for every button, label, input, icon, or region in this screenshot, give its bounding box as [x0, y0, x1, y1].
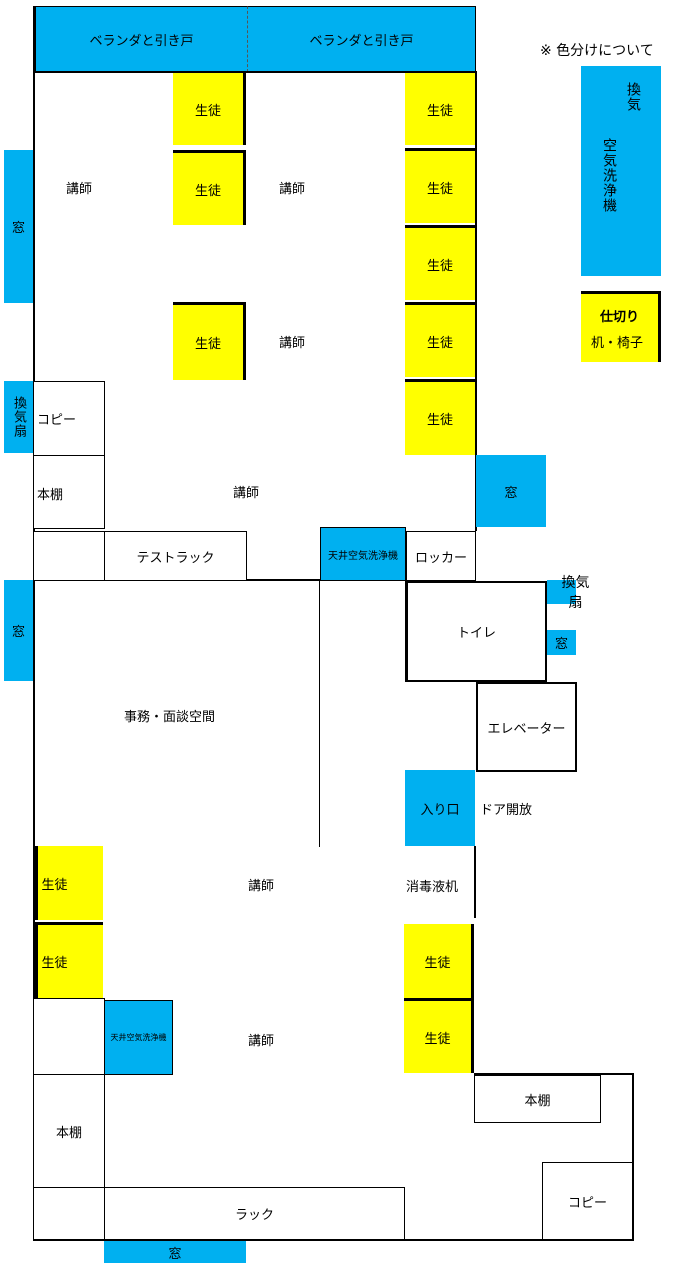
student-label: 生徒: [194, 103, 221, 119]
ceiling-air-purifier-upper: 天井空気洗浄機: [320, 527, 406, 581]
copy-label: コピー: [567, 1195, 607, 1211]
window-right-upper-label: 窓: [504, 485, 518, 501]
student-label: 生徒: [426, 335, 453, 351]
entrance: 入り口: [405, 770, 475, 846]
bookshelf-label: 本棚: [524, 1093, 551, 1109]
window-toilet-label: 窓: [554, 637, 568, 652]
office-label: 事務・面談空間: [124, 710, 216, 725]
student-label: 生徒: [194, 337, 221, 352]
vent-fan-toilet-label: 換気扇: [561, 575, 590, 611]
empty-cell: [33, 1187, 105, 1240]
student-label: 生徒: [41, 877, 68, 893]
veranda-door-right: ベランダと引き戸: [247, 6, 476, 72]
window-left-1: 窓: [4, 150, 33, 303]
vent-fan-left-label: 換気扇: [11, 396, 26, 438]
student-label: 生徒: [426, 103, 453, 119]
legend-desk-swatch: 仕切り 机・椅子: [581, 291, 661, 362]
bookshelf-lower-left: 本棚: [33, 1074, 105, 1188]
rack: ラック: [104, 1187, 405, 1240]
legend-air-purifier: 空気洗浄機: [601, 138, 617, 213]
student-label: 生徒: [424, 1031, 451, 1047]
teacher-label: 講師: [279, 182, 306, 197]
wall-top: [33, 71, 476, 73]
office-partition: [319, 581, 320, 847]
student-desk: 生徒: [405, 379, 475, 455]
disinfectant-desk-label: 消毒液机: [406, 880, 459, 895]
locker-label: ロッカー: [414, 550, 467, 566]
toilet: トイレ: [406, 581, 547, 682]
entrance-label: 入り口: [420, 802, 460, 818]
student-desk: 生徒: [173, 302, 246, 380]
teacher-label: 講師: [279, 336, 306, 351]
student-label: 生徒: [426, 181, 453, 197]
teacher-label: 講師: [248, 879, 275, 894]
window-bottom-label: 窓: [168, 1246, 182, 1262]
ceiling-air-purifier-lower: 天井空気洗浄機: [104, 1000, 173, 1075]
wall-left: [33, 6, 35, 1240]
wall-entrance-left: [405, 580, 407, 682]
student-label: 生徒: [426, 413, 453, 428]
locker: ロッカー: [406, 531, 476, 581]
legend-ventilation: 換気: [625, 82, 641, 112]
student-label: 生徒: [424, 955, 451, 971]
toilet-label: トイレ: [456, 626, 496, 641]
student-label: 生徒: [426, 258, 453, 274]
door-open-label: ドア開放: [480, 803, 533, 818]
student-desk: 生徒: [405, 148, 475, 223]
window-left-2: 窓: [4, 580, 33, 681]
teacher-label: 講師: [233, 486, 260, 501]
wall-annex-top: [474, 1073, 633, 1075]
student-desk: 生徒: [405, 73, 475, 145]
bookshelf-upper: 本棚: [33, 455, 105, 529]
student-desk: 生徒: [405, 225, 475, 300]
wall-bottom: [33, 1239, 633, 1241]
legend-ventilation-swatch: 換気 空気洗浄機: [581, 66, 661, 276]
bookshelf-label: 本棚: [55, 1125, 82, 1141]
ceiling-air-purifier-label: 天井空気洗浄機: [110, 1033, 167, 1042]
copy-machine-upper: コピー: [33, 381, 105, 456]
copy-machine-lower: コピー: [542, 1162, 633, 1240]
student-label: 生徒: [41, 956, 68, 971]
student-desk: 生徒: [35, 922, 103, 998]
legend-partition: 仕切り: [600, 310, 640, 325]
student-desk: 生徒: [405, 302, 475, 377]
test-rack: テストラック: [104, 531, 247, 581]
rack-label: ラック: [234, 1208, 274, 1223]
window-toilet: 窓: [547, 630, 576, 655]
window-bottom: 窓: [104, 1241, 246, 1263]
student-desk: 生徒: [404, 998, 474, 1073]
student-desk: 生徒: [35, 846, 103, 920]
teacher-label: 講師: [66, 182, 93, 197]
empty-cell: [33, 998, 105, 1075]
veranda-door-left-label: ベランダと引き戸: [89, 33, 194, 49]
copy-label: コピー: [37, 413, 77, 428]
vent-fan-left: 換気扇: [4, 381, 33, 453]
wall-entrance-right: [474, 846, 476, 918]
veranda-door-right-label: ベランダと引き戸: [309, 33, 414, 49]
vent-fan-toilet: 換気扇: [547, 575, 590, 611]
bookshelf-label: 本棚: [37, 488, 64, 503]
student-desk: 生徒: [404, 924, 474, 998]
legend-desk-chair: 机・椅子: [591, 336, 644, 351]
ceiling-air-purifier-label: 天井空気洗浄機: [328, 550, 398, 562]
elevator: エレベーター: [476, 682, 577, 772]
wall-annex-right: [632, 1073, 634, 1241]
window-left-2-label: 窓: [11, 625, 25, 640]
student-desk: 生徒: [173, 150, 246, 225]
shelf-empty: [33, 531, 105, 581]
legend-title: ※ 色分けについて: [540, 43, 654, 59]
window-right-upper: 窓: [476, 455, 546, 527]
window-left-1-label: 窓: [11, 221, 25, 236]
elevator-label: エレベーター: [487, 721, 566, 737]
student-desk: 生徒: [173, 73, 246, 145]
wall-upper-right: [475, 71, 477, 531]
veranda-door-left: ベランダと引き戸: [35, 6, 247, 72]
teacher-label: 講師: [248, 1034, 275, 1049]
test-rack-label: テストラック: [136, 550, 215, 566]
bookshelf-lower-right: 本棚: [474, 1075, 601, 1123]
student-label: 生徒: [194, 183, 221, 199]
